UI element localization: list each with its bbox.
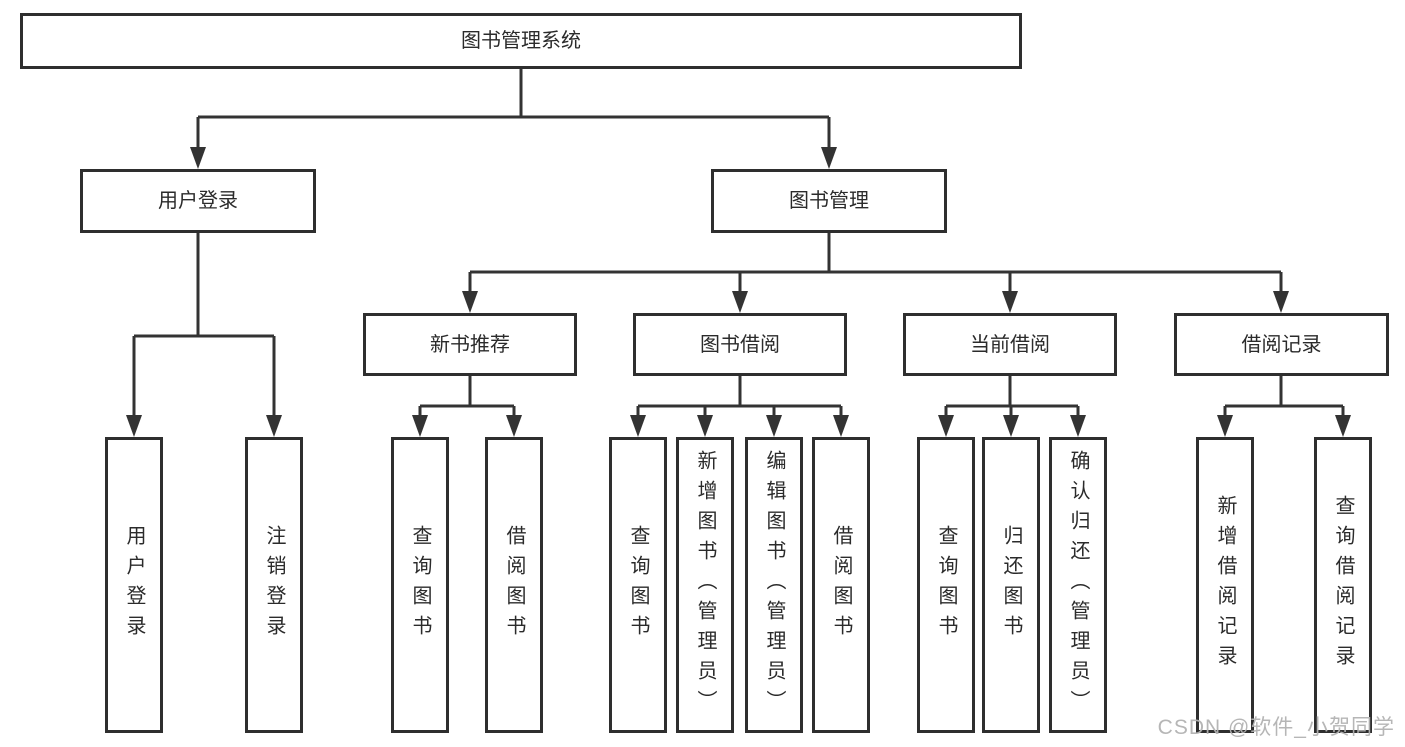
- connector-user-login: [132, 233, 276, 417]
- leaf-confirm-return-admin: 确认归还（管理员）: [1049, 437, 1107, 733]
- leaf-return-books: 归还图书: [982, 437, 1040, 733]
- arrowhead-down-icon: [126, 415, 142, 437]
- leaf-user-login: 用户登录: [105, 437, 163, 733]
- leaf-add-borrow-record-label: 新增借阅记录: [1214, 495, 1236, 675]
- leaf-logout-login: 注销登录: [245, 437, 303, 733]
- leaf-borrow-books-recommend: 借阅图书: [485, 437, 543, 733]
- connector-current-borrow: [944, 376, 1080, 417]
- arrowhead-down-icon: [938, 415, 954, 437]
- node-borrow-records-label: 借阅记录: [1241, 333, 1322, 356]
- leaf-query-books-recommend: 查询图书: [391, 437, 449, 733]
- arrowhead-down-icon: [732, 291, 748, 313]
- node-borrow-records: 借阅记录: [1174, 313, 1389, 376]
- connector-borrow-records: [1223, 376, 1345, 417]
- node-user-login: 用户登录: [80, 169, 316, 233]
- arrowhead-down-icon: [821, 147, 837, 169]
- leaf-query-borrow-record: 查询借阅记录: [1314, 437, 1372, 733]
- leaf-add-book-admin-label: 新增图书（管理员）: [694, 450, 716, 720]
- leaf-query-books-current: 查询图书: [917, 437, 975, 733]
- arrowhead-down-icon: [1273, 291, 1289, 313]
- leaf-borrow-books: 借阅图书: [812, 437, 870, 733]
- leaf-add-book-admin: 新增图书（管理员）: [676, 437, 734, 733]
- node-new-book-recommend: 新书推荐: [363, 313, 577, 376]
- arrowhead-down-icon: [190, 147, 206, 169]
- leaf-user-login-label: 用户登录: [123, 525, 145, 645]
- leaf-add-borrow-record: 新增借阅记录: [1196, 437, 1254, 733]
- connector-new-book-recommend: [418, 376, 516, 417]
- leaf-return-books-label: 归还图书: [1000, 525, 1022, 645]
- leaf-borrow-books-recommend-label: 借阅图书: [503, 525, 525, 645]
- arrowhead-down-icon: [1002, 291, 1018, 313]
- connector-book-management: [468, 233, 1283, 293]
- node-root: 图书管理系统: [20, 13, 1022, 69]
- csdn-watermark: CSDN @软件_小贺同学: [1157, 716, 1395, 739]
- arrowhead-down-icon: [630, 415, 646, 437]
- node-book-borrow-label: 图书借阅: [700, 333, 780, 356]
- connector-root: [196, 69, 831, 149]
- leaf-edit-book-admin-label: 编辑图书（管理员）: [763, 450, 785, 720]
- arrowhead-down-icon: [833, 415, 849, 437]
- leaf-query-books-borrow-label: 查询图书: [627, 525, 649, 645]
- leaf-borrow-books-label: 借阅图书: [830, 525, 852, 645]
- leaf-confirm-return-admin-label: 确认归还（管理员）: [1067, 450, 1089, 720]
- arrowhead-down-icon: [766, 415, 782, 437]
- leaf-query-books-recommend-label: 查询图书: [409, 525, 431, 645]
- leaf-edit-book-admin: 编辑图书（管理员）: [745, 437, 803, 733]
- node-new-book-recommend-label: 新书推荐: [430, 333, 510, 356]
- arrowhead-down-icon: [697, 415, 713, 437]
- arrowhead-down-icon: [412, 415, 428, 437]
- arrowhead-down-icon: [1070, 415, 1086, 437]
- arrowhead-down-icon: [1217, 415, 1233, 437]
- arrowhead-down-icon: [266, 415, 282, 437]
- node-current-borrow-label: 当前借阅: [970, 333, 1050, 356]
- connector-book-borrow: [636, 376, 843, 417]
- node-root-label: 图书管理系统: [461, 30, 581, 52]
- node-current-borrow: 当前借阅: [903, 313, 1117, 376]
- node-book-management: 图书管理: [711, 169, 947, 233]
- node-book-borrow: 图书借阅: [633, 313, 847, 376]
- arrowhead-down-icon: [506, 415, 522, 437]
- node-user-login-label: 用户登录: [158, 190, 238, 212]
- arrowhead-down-icon: [1335, 415, 1351, 437]
- leaf-logout-login-label: 注销登录: [263, 525, 285, 645]
- leaf-query-books-borrow: 查询图书: [609, 437, 667, 733]
- leaf-query-books-current-label: 查询图书: [935, 525, 957, 645]
- arrowhead-down-icon: [462, 291, 478, 313]
- arrowhead-down-icon: [1003, 415, 1019, 437]
- leaf-query-borrow-record-label: 查询借阅记录: [1332, 495, 1354, 675]
- node-book-management-label: 图书管理: [789, 190, 869, 212]
